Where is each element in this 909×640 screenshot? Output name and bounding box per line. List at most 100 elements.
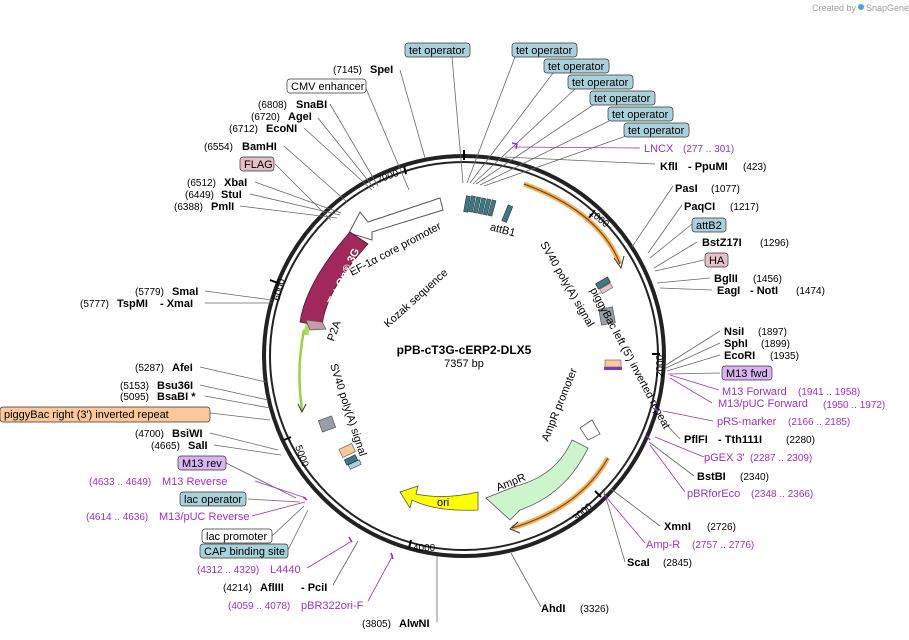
bstbi-name: BstBI (697, 471, 726, 483)
bstz17i-name: BstZ17I (702, 237, 742, 249)
smai-pos: (5779) (135, 287, 164, 298)
bstz17i-pos: (1296) (760, 238, 789, 249)
pgex3-pos: (2287 .. 2309) (750, 453, 812, 464)
tick-label-2000: 2000 (655, 354, 666, 377)
tick-label-7000: 7000 (376, 168, 401, 186)
tick-5000 (283, 436, 292, 441)
tet-operator-6: tet operator (612, 109, 669, 121)
prs-marker-name: pRS-marker (717, 416, 777, 428)
eagi-pos: (1474) (796, 286, 825, 297)
tet-operator-box-1 (404, 42, 471, 58)
m13-forward-pos: (1941 .. 1958) (798, 387, 860, 398)
green-guide-line (298, 329, 306, 411)
afliii-pos: (4214) (223, 583, 252, 594)
ampr-promoter-arrow (579, 419, 601, 441)
ha-label: HA (709, 255, 725, 267)
flag-box (239, 156, 275, 172)
green-guide-arrowhead (297, 403, 307, 414)
snapgene-logo-icon (858, 4, 864, 10)
credit-prefix: Created by (812, 3, 857, 13)
tet-operator-blocks (463, 195, 514, 223)
ha-block (599, 282, 614, 294)
primer-leader-lines (251, 146, 720, 602)
m13-fwd-block (604, 367, 622, 370)
m13-puc-reverse-name: M13/pUC Reverse (159, 511, 249, 523)
scai-pos: (2845) (663, 558, 692, 569)
paqci-pos: (1217) (730, 202, 759, 213)
lac-promoter-box (201, 528, 273, 544)
ori-label: ori (437, 497, 449, 509)
tet-operator-4: tet operator (572, 77, 629, 89)
ha-box (704, 252, 729, 268)
pbrforeco-name: pBRforEco (687, 488, 740, 500)
bglii-name: BglII (714, 273, 738, 285)
tick-4000 (408, 539, 412, 549)
primer-ticks (302, 142, 659, 560)
m13-forward-name: M13 Forward (722, 386, 787, 398)
m13-puc-forward-pos: (1950 .. 1972) (823, 400, 885, 411)
ahdi-pos: (3326) (580, 604, 609, 615)
sv40-left-label: SV40 poly(A) signal (327, 362, 368, 458)
tet-operator-2: tet operator (516, 45, 573, 57)
tet-operator-box-2 (511, 42, 578, 58)
tet-operator-1: tet operator (409, 45, 466, 57)
sv40-left-block (317, 415, 337, 433)
stui-name: StuI (221, 189, 242, 201)
piggybac-right-label: piggyBac right (3') inverted repeat (4, 409, 169, 421)
bsu36i-name: Bsu36I (157, 380, 193, 392)
xmni-pos: (2726) (707, 522, 736, 533)
alwni-name: AlwNI (399, 618, 430, 630)
p2a-block (305, 319, 327, 331)
bsiwi-pos: (4700) (135, 429, 164, 440)
bsabi-name: BsaBI * (157, 391, 196, 403)
attb2-block (595, 276, 611, 290)
m13-puc-forward-name: M13/pUC Forward (718, 398, 808, 410)
m13-rev-label: M13 rev (182, 458, 222, 470)
attb1-block (501, 204, 514, 223)
attb2-label: attB2 (696, 220, 722, 232)
gray-feature-block (598, 306, 616, 326)
smai-name: SmaI (172, 286, 198, 298)
sv40-right-label: SV40 poly(A) signal (537, 240, 596, 330)
bsabi-pos: (5095) (120, 392, 149, 403)
pasi-name: PasI (675, 183, 698, 195)
agei-pos: (6720) (251, 112, 280, 123)
sali-pos: (4665) (151, 441, 180, 452)
pflfi-name: PflFI (684, 434, 708, 446)
kfli-pos: (423) (743, 162, 766, 173)
ecori-name: EcoRI (724, 350, 755, 362)
sv40-right-line (523, 183, 621, 265)
m13-reverse-pos: (4633 .. 4649) (89, 477, 151, 488)
plasmid-size: 7357 bp (444, 358, 484, 370)
stui-pos: (6449) (185, 190, 214, 201)
credit-brand: SnapGene (866, 3, 909, 13)
l4440-name: L4440 (270, 564, 301, 576)
xmni-name: XmnI (664, 521, 691, 533)
alwni-pos: (3805) (362, 619, 391, 630)
ampr-line (511, 457, 609, 529)
bglii-pos: (1456) (753, 274, 782, 285)
econi-name: EcoNI (266, 123, 297, 135)
tet-operator-3: tet operator (548, 61, 605, 73)
tet-on-arrow (299, 231, 369, 327)
m13-rev-box (177, 455, 227, 471)
amp-r-pos: (2757 .. 2776) (692, 540, 754, 551)
tick-7000 (403, 165, 407, 175)
lncx-name: LNCX (644, 143, 674, 155)
lac-operator-label: lac operator (184, 494, 242, 506)
ef1a-promoter-arrow (348, 197, 444, 241)
tet-operator-box-7 (623, 122, 690, 138)
pbr322ori-pos: (4059 .. 4078) (228, 601, 290, 612)
m13-fwd-box (721, 365, 773, 381)
pasi-pos: (1077) (711, 184, 740, 195)
spei-name: SpeI (370, 64, 393, 76)
ampr-arrow (485, 439, 589, 521)
piggybac-left-block (604, 359, 622, 368)
afei-pos: (5287) (135, 363, 164, 374)
xbai-name: XbaI (224, 177, 247, 189)
kozak-label: Kozak sequence (382, 267, 450, 330)
bamhi-pos: (6554) (204, 142, 233, 153)
xmai-name: - XmaI (160, 298, 193, 310)
